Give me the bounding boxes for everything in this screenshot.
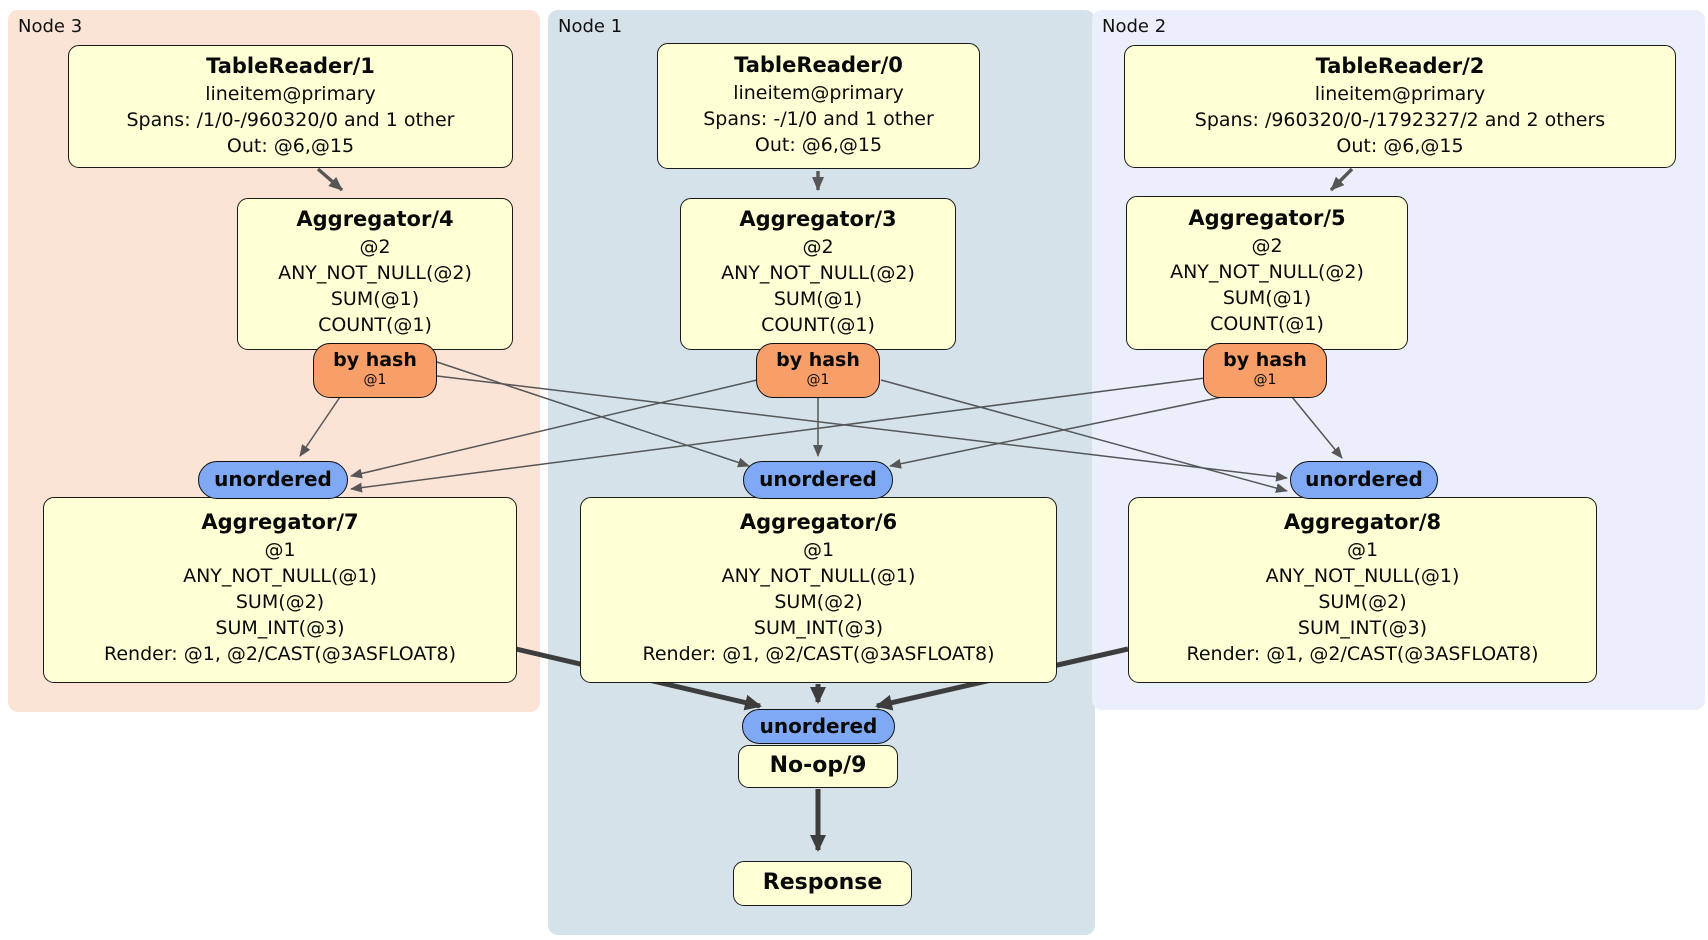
by-hash-router-node3: by hash @1: [313, 343, 437, 398]
edge-hash3-sync2: [436, 375, 1288, 482]
by-hash-router-node2-label: by hash: [1223, 349, 1307, 371]
aggregator-8-render: Render: @1, @2/CAST(@3ASFLOAT8): [1186, 643, 1539, 665]
tablereader-0-index: lineitem@primary: [733, 82, 904, 104]
edge-tr2-agg5: [1329, 167, 1354, 192]
unordered-sync-node2: unordered: [1290, 461, 1438, 499]
unordered-sync-node3-label: unordered: [214, 467, 332, 491]
aggregator-8-title: Aggregator/8: [1283, 510, 1442, 534]
edge-hash2-sync2: [1291, 396, 1343, 459]
tablereader-1-spans: Spans: /1/0-/960320/0 and 1 other: [126, 109, 455, 131]
aggregator-8-fn: ANY_NOT_NULL(@1): [1265, 565, 1460, 587]
tablereader-2-spans: Spans: /960320/0-/1792327/2 and 2 others: [1194, 109, 1606, 131]
edge-hash1-sync3: [350, 379, 758, 479]
tablereader-2-title: TableReader/2: [1315, 54, 1485, 78]
node2-label: Node 2: [1102, 16, 1167, 37]
aggregator-5-node: Aggregator/5 @2 ANY_NOT_NULL(@2) SUM(@1)…: [1126, 196, 1408, 350]
node3-label: Node 3: [18, 16, 83, 37]
unordered-sync-node1-label: unordered: [759, 467, 877, 491]
by-hash-router-node2: by hash @1: [1203, 343, 1327, 398]
aggregator-3-fn: ANY_NOT_NULL(@2): [721, 262, 915, 284]
aggregator-8-group-key: @1: [1346, 539, 1379, 561]
aggregator-5-title: Aggregator/5: [1188, 206, 1346, 230]
unordered-sync-node2-label: unordered: [1305, 467, 1423, 491]
aggregator-4-title: Aggregator/4: [296, 207, 454, 231]
aggregator-5-fn: SUM(@1): [1222, 287, 1312, 309]
tablereader-2-node: TableReader/2 lineitem@primary Spans: /9…: [1124, 45, 1676, 168]
unordered-sync-final-label: unordered: [759, 714, 878, 738]
unordered-sync-node3: unordered: [198, 461, 348, 499]
noop-9-node: No-op/9: [738, 745, 898, 788]
tablereader-1-out: Out: @6,@15: [226, 135, 355, 157]
aggregator-7-fn: SUM_INT(@3): [215, 617, 345, 639]
aggregator-6-fn: SUM_INT(@3): [753, 617, 884, 639]
edge-hash3-sync3: [299, 396, 341, 457]
aggregator-7-render: Render: @1, @2/CAST(@3ASFLOAT8): [104, 643, 456, 665]
aggregator-8-fn: SUM_INT(@3): [1297, 617, 1428, 639]
edge-tr1-agg4: [316, 167, 344, 192]
aggregator-7-node: Aggregator/7 @1 ANY_NOT_NULL(@1) SUM(@2)…: [43, 497, 517, 683]
aggregator-5-fn: ANY_NOT_NULL(@2): [1170, 261, 1364, 283]
aggregator-4-fn: SUM(@1): [330, 288, 420, 310]
aggregator-6-node: Aggregator/6 @1 ANY_NOT_NULL(@1) SUM(@2)…: [580, 497, 1057, 683]
aggregator-4-node: Aggregator/4 @2 ANY_NOT_NULL(@2) SUM(@1)…: [237, 198, 513, 350]
by-hash-router-node3-label: by hash: [333, 349, 417, 371]
node1-label: Node 1: [558, 16, 623, 37]
aggregator-3-fn: SUM(@1): [773, 288, 863, 310]
aggregator-8-node: Aggregator/8 @1 ANY_NOT_NULL(@1) SUM(@2)…: [1128, 497, 1597, 683]
unordered-sync-final: unordered: [742, 709, 895, 744]
by-hash-router-node3-key: @1: [363, 372, 387, 388]
aggregator-7-fn: ANY_NOT_NULL(@1): [183, 565, 377, 587]
aggregator-3-group-key: @2: [802, 236, 834, 258]
aggregator-6-group-key: @1: [802, 539, 835, 561]
edge-hash1-sync2: [880, 379, 1288, 493]
by-hash-router-node2-key: @1: [1253, 372, 1277, 388]
tablereader-0-title: TableReader/0: [734, 53, 903, 77]
tablereader-2-index: lineitem@primary: [1314, 83, 1486, 105]
aggregator-7-group-key: @1: [264, 539, 296, 561]
aggregator-3-node: Aggregator/3 @2 ANY_NOT_NULL(@2) SUM(@1)…: [680, 198, 956, 350]
tablereader-1-index: lineitem@primary: [205, 83, 376, 105]
tablereader-0-out: Out: @6,@15: [754, 134, 883, 156]
tablereader-2-out: Out: @6,@15: [1336, 135, 1464, 157]
aggregator-4-group-key: @2: [359, 236, 391, 258]
tablereader-1-title: TableReader/1: [206, 54, 375, 78]
edge-hash2-sync3: [350, 377, 1206, 493]
aggregator-8-fn: SUM(@2): [1318, 591, 1407, 613]
response-title: Response: [762, 870, 883, 895]
aggregator-4-fn: COUNT(@1): [318, 314, 432, 336]
by-hash-router-node1-key: @1: [806, 372, 830, 388]
edge-hash2-sync1: [889, 395, 1228, 469]
aggregator-6-render: Render: @1, @2/CAST(@3ASFLOAT8): [642, 643, 995, 665]
tablereader-0-node: TableReader/0 lineitem@primary Spans: -/…: [657, 43, 980, 169]
aggregator-7-title: Aggregator/7: [201, 510, 359, 534]
tablereader-1-node: TableReader/1 lineitem@primary Spans: /1…: [68, 45, 513, 168]
aggregator-7-fn: SUM(@2): [235, 591, 325, 613]
aggregator-3-fn: COUNT(@1): [761, 314, 875, 336]
by-hash-router-node1: by hash @1: [756, 343, 880, 398]
aggregator-6-title: Aggregator/6: [739, 510, 898, 534]
aggregator-6-fn: SUM(@2): [774, 591, 863, 613]
by-hash-router-node1-label: by hash: [776, 349, 860, 371]
edge-hash3-sync1: [436, 361, 750, 468]
noop-9-title: No-op/9: [769, 753, 867, 778]
aggregator-3-title: Aggregator/3: [739, 207, 897, 231]
response-node: Response: [733, 861, 912, 906]
aggregator-4-fn: ANY_NOT_NULL(@2): [278, 262, 472, 284]
aggregator-5-fn: COUNT(@1): [1210, 313, 1324, 335]
aggregator-5-group-key: @2: [1251, 235, 1283, 257]
unordered-sync-node1: unordered: [743, 461, 893, 499]
tablereader-0-spans: Spans: -/1/0 and 1 other: [703, 108, 934, 130]
aggregator-6-fn: ANY_NOT_NULL(@1): [721, 565, 916, 587]
